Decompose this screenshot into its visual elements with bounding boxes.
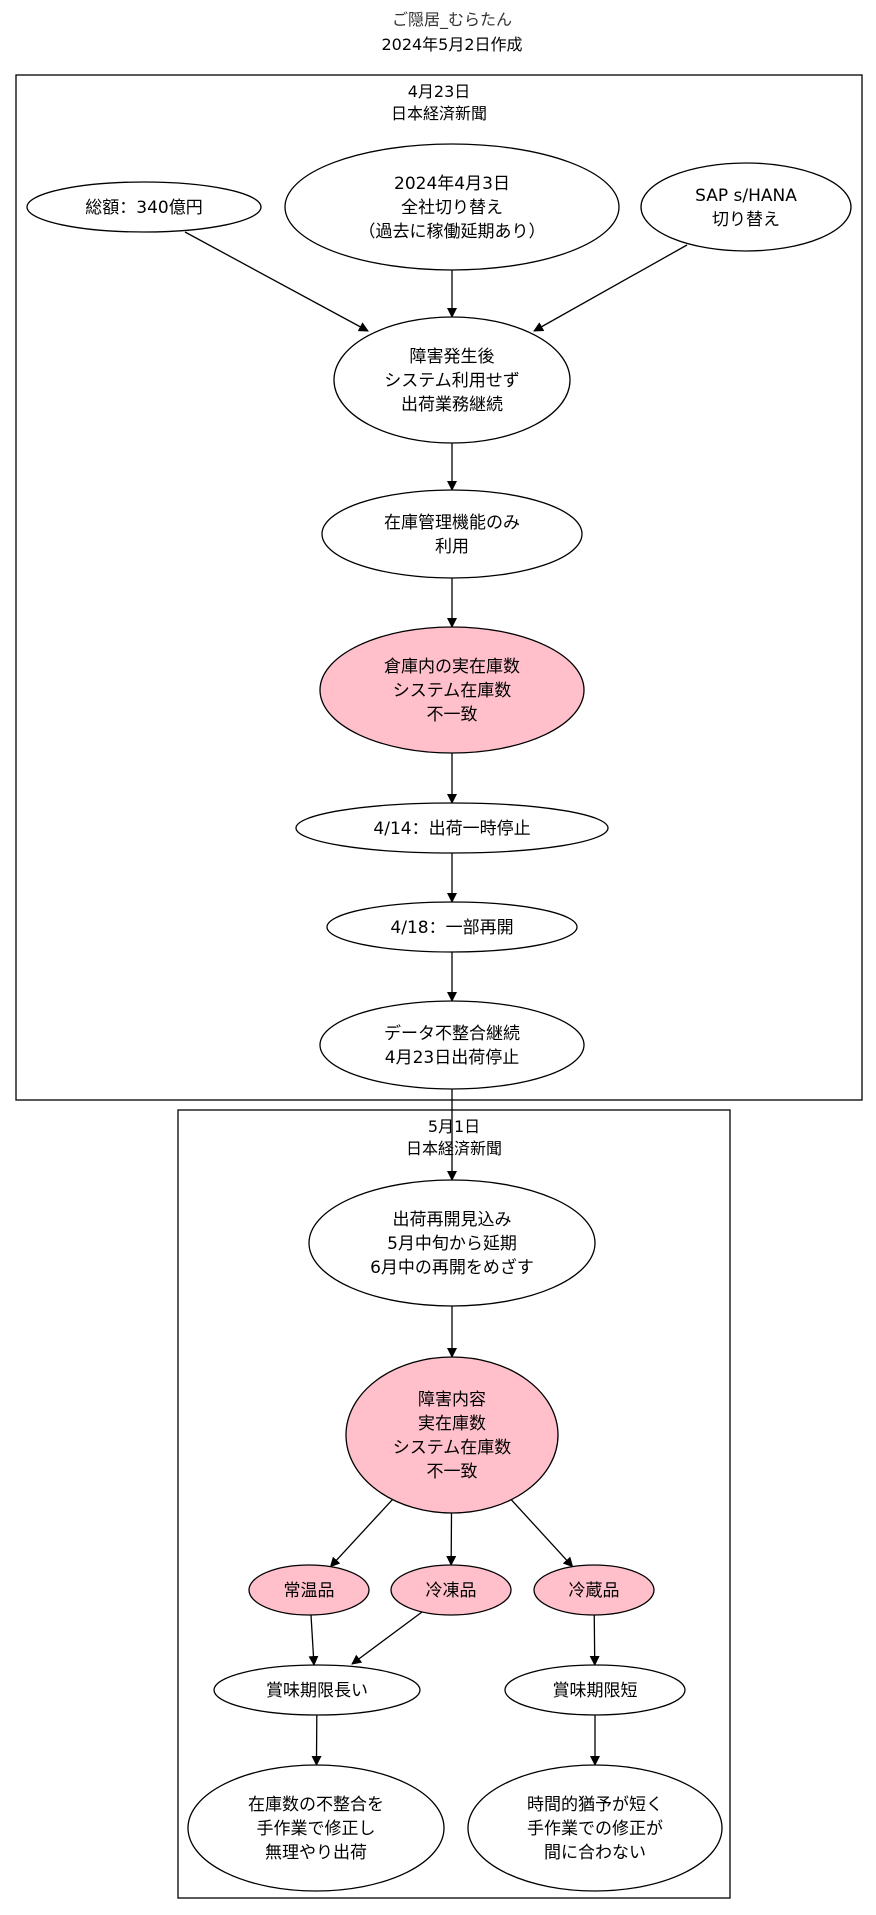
edge-fault_detail-to-chilled — [510, 1499, 574, 1568]
node-ellipse — [187, 1764, 445, 1892]
node-label: 手作業での修正が — [527, 1819, 663, 1839]
node-label: データ不整合継続 — [384, 1023, 520, 1044]
node-chilled[interactable]: 冷蔵品 — [533, 1564, 655, 1616]
node-label: 常温品 — [284, 1581, 335, 1601]
node-ellipse — [390, 1564, 512, 1616]
node-ellipse — [248, 1564, 370, 1616]
node-label: 無理やり出荷 — [265, 1843, 367, 1863]
node-label: 5月中旬から延期 — [387, 1234, 517, 1254]
node-ellipse — [504, 1664, 686, 1716]
node-label: 切り替え — [712, 210, 780, 230]
node-ellipse — [345, 1356, 559, 1514]
node-long-shelf[interactable]: 賞味期限長い — [213, 1664, 421, 1716]
node-ellipse — [319, 1000, 585, 1090]
node-ambient[interactable]: 常温品 — [248, 1564, 370, 1616]
node-label: 冷蔵品 — [569, 1581, 620, 1601]
node-label: 賞味期限長い — [266, 1681, 368, 1701]
edge-sap-to-after_fault — [533, 244, 688, 332]
node-label: 不一致 — [427, 705, 478, 725]
node-label: 出荷業務継続 — [401, 395, 503, 415]
node-stop-414[interactable]: 4/14：出荷一時停止 — [295, 802, 609, 854]
node-label: 4月23日出荷停止 — [385, 1048, 519, 1068]
node-ellipse — [321, 489, 583, 579]
cluster-label: 日本経済新聞 — [391, 104, 487, 123]
node-ellipse — [467, 1764, 723, 1892]
node-ellipse — [284, 143, 620, 271]
node-label: 不一致 — [427, 1462, 478, 1482]
node-label: 出荷再開見込み — [393, 1210, 512, 1230]
node-label: 障害発生後 — [410, 347, 495, 367]
author-label: ご隠居_むらたん — [392, 10, 512, 30]
edge-chilled-to-short_shelf — [589, 1614, 600, 1667]
node-total[interactable]: 総額：340億円 — [26, 181, 262, 233]
node-label: 倉庫内の実在庫数 — [384, 657, 520, 677]
node-resume-outlook[interactable]: 出荷再開見込み 5月中旬から延期 6月中の再開をめざす — [308, 1179, 596, 1307]
node-label: 実在庫数 — [418, 1414, 486, 1434]
edge-ambient-to-long_shelf — [308, 1614, 319, 1667]
cluster-label: 5月1日 — [428, 1117, 480, 1136]
node-label: 時間的猶予が短く — [527, 1795, 663, 1815]
edge-fault_detail-to-ambient — [329, 1499, 393, 1568]
node-resume-418[interactable]: 4/18：一部再開 — [326, 901, 578, 953]
created-date-label: 2024年5月2日作成 — [381, 35, 522, 54]
node-short-shelf[interactable]: 賞味期限短 — [504, 1664, 686, 1716]
node-label: 総額：340億円 — [85, 198, 202, 218]
node-label: 4/14：出荷一時停止 — [373, 819, 530, 839]
node-label: システム利用せず — [384, 371, 520, 391]
node-label: 冷凍品 — [426, 1581, 477, 1601]
node-label: 利用 — [435, 537, 469, 557]
cluster-border — [177, 1109, 731, 1899]
node-label: 間に合わない — [544, 1843, 646, 1863]
node-label: （過去に稼働延期あり） — [359, 222, 546, 242]
node-label: 2024年4月3日 — [394, 174, 510, 194]
node-label: 全社切り替え — [401, 198, 503, 218]
diagram-title: ご隠居_むらたん 2024年5月2日作成 — [381, 10, 522, 54]
node-label: システム在庫数 — [393, 681, 512, 701]
node-sap[interactable]: SAP s/HANA 切り替え — [640, 162, 852, 252]
node-ellipse — [640, 162, 852, 252]
node-ellipse — [533, 1564, 655, 1616]
node-label: 在庫管理機能のみ — [384, 513, 520, 533]
node-label: 在庫数の不整合を — [248, 1795, 384, 1815]
node-frozen[interactable]: 冷凍品 — [390, 1564, 512, 1616]
node-label: 賞味期限短 — [553, 1681, 638, 1701]
node-label: 手作業で修正し — [257, 1819, 376, 1839]
node-ellipse — [213, 1664, 421, 1716]
node-data-mismatch[interactable]: データ不整合継続 4月23日出荷停止 — [319, 1000, 585, 1090]
node-ellipse — [308, 1179, 596, 1307]
node-label: 6月中の再開をめざす — [370, 1257, 534, 1278]
edge-frozen-to-long_shelf — [351, 1611, 423, 1665]
cluster-border — [15, 74, 863, 1101]
node-ellipse — [319, 626, 585, 754]
node-ellipse — [333, 316, 571, 444]
node-label: 4/18：一部再開 — [390, 918, 513, 938]
node-ellipse — [26, 181, 262, 233]
node-label: システム在庫数 — [393, 1438, 512, 1458]
node-ellipse — [326, 901, 578, 953]
cluster-label: 日本経済新聞 — [406, 1139, 502, 1158]
edge-total-to-after_fault — [184, 231, 369, 332]
node-label: SAP s/HANA — [695, 186, 797, 206]
cluster-label: 4月23日 — [408, 82, 471, 101]
node-ellipse — [295, 802, 609, 854]
node-label: 障害内容 — [418, 1390, 486, 1410]
